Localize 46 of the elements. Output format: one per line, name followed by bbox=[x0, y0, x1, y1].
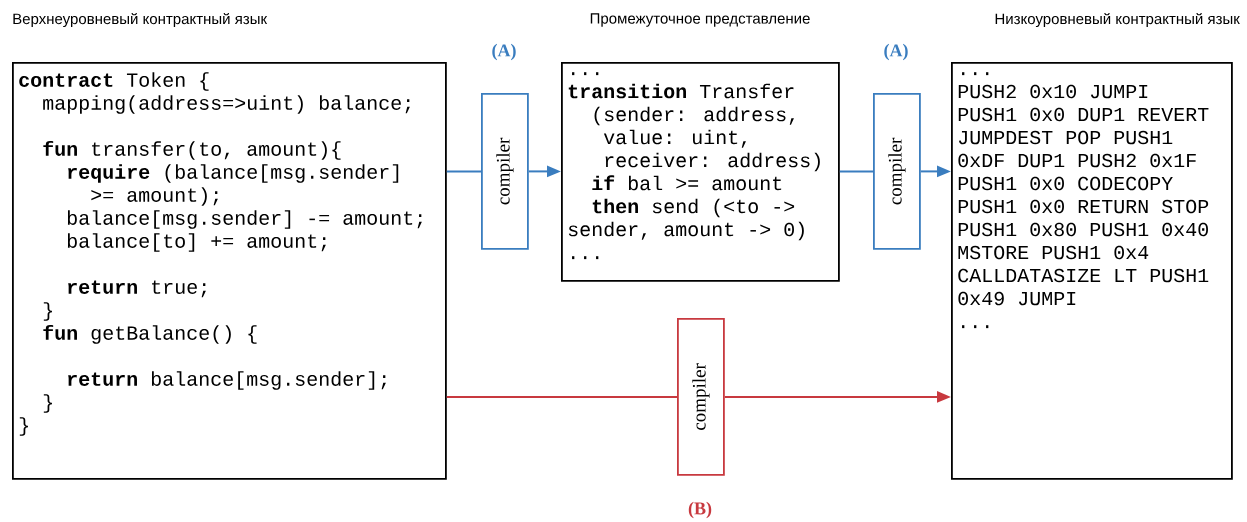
node-label: } bbox=[43, 302, 52, 321]
node-label: ... bbox=[572, 256, 599, 260]
node-label: JUMPDEST POP PUSH1 bbox=[958, 130, 1173, 145]
node-label: CALLDATASIZE LT PUSH1 bbox=[958, 268, 1209, 283]
code-box: contract Token { mapping(address=>uint) balance; fun transfer(to, amount){ require (balance[msg.sender] >= amount); balance[msg.sender] -= amount; balance[to] += amount; return true; } fun getBalance() { return balance[msg.sender]; } } bbox=[12, 62, 447, 480]
path-label: (B) bbox=[688, 501, 712, 519]
node-label: return balance[msg.sender]; bbox=[68, 371, 386, 390]
node-label: balance[to] += amount; bbox=[67, 233, 326, 252]
node-label: sender, amount -> 0) bbox=[568, 221, 804, 241]
node-label: PUSH1 0x0 CODECOPY bbox=[958, 176, 1173, 191]
node-label: ... bbox=[572, 72, 599, 76]
node-label: 0xDF DUP1 PUSH2 0x1F bbox=[958, 153, 1196, 168]
node-label: ... bbox=[962, 325, 989, 329]
heading: Промежуточное представление bbox=[590, 13, 810, 27]
node-label: balance[msg.sender] -= amount; bbox=[67, 210, 422, 229]
node-label: PUSH1 0x0 DUP1 REVERT bbox=[958, 107, 1209, 122]
node-label: fun getBalance() { bbox=[43, 324, 257, 344]
path-label: (A) bbox=[492, 43, 516, 61]
node-label: if bal >= amount bbox=[592, 175, 782, 191]
node-label: >= amount); bbox=[91, 187, 218, 206]
node-label: (sender: address, bbox=[594, 106, 794, 126]
node-label: MSTORE PUSH1 0x4 bbox=[958, 245, 1149, 260]
path-label: (A) bbox=[884, 43, 908, 61]
node-label: ... bbox=[962, 72, 989, 76]
node-label: receiver: address) bbox=[605, 152, 820, 172]
node-label: transition Transfer bbox=[568, 83, 794, 99]
node-label: return true; bbox=[68, 280, 206, 298]
heading: Верхнеуровневый контрактный язык bbox=[13, 12, 268, 28]
code-box: ... transition Transfer (sender: address, value: uint, receiver: address) if bal >= amount then send (<to -> sender, amount -> 0) ... bbox=[561, 62, 840, 282]
node-label: PUSH1 0x0 RETURN STOP bbox=[958, 199, 1209, 214]
node-label: then send (<to -> bbox=[592, 198, 795, 218]
node-label: } bbox=[19, 417, 28, 436]
compiler-box: compiler bbox=[481, 93, 529, 250]
node-label: value: uint, bbox=[603, 129, 746, 148]
node-label: 0x49 JUMPI bbox=[958, 291, 1076, 306]
node-label: mapping(address=>uint) balance; bbox=[43, 95, 410, 114]
heading: Низкоуровневый контрактный язык bbox=[995, 12, 1240, 28]
code-box: ... PUSH2 0x10 JUMPI PUSH1 0x0 DUP1 REVERT JUMPDEST POP PUSH1 0xDF DUP1 PUSH2 0x1F PUSH1 0x0 CODECOPY PUSH1 0x0 RETURN STOP PUSH1 0x80 PUSH1 0x40 MSTORE PUSH1 0x4 CALLDATASIZE LT PUSH1 0x49 JUMPI ... bbox=[951, 62, 1233, 480]
node-label: } bbox=[43, 394, 52, 413]
node-label: PUSH1 0x80 PUSH1 0x40 bbox=[958, 222, 1208, 237]
node-label: fun transfer(to, amount){ bbox=[43, 140, 341, 160]
node-label: require (balance[msg.sender] bbox=[68, 164, 399, 183]
compiler-box: compiler bbox=[677, 318, 725, 476]
node-label: contract Token { bbox=[19, 72, 209, 91]
compiler-box: compiler bbox=[873, 93, 921, 250]
node-label: PUSH2 0x10 JUMPI bbox=[958, 84, 1148, 99]
